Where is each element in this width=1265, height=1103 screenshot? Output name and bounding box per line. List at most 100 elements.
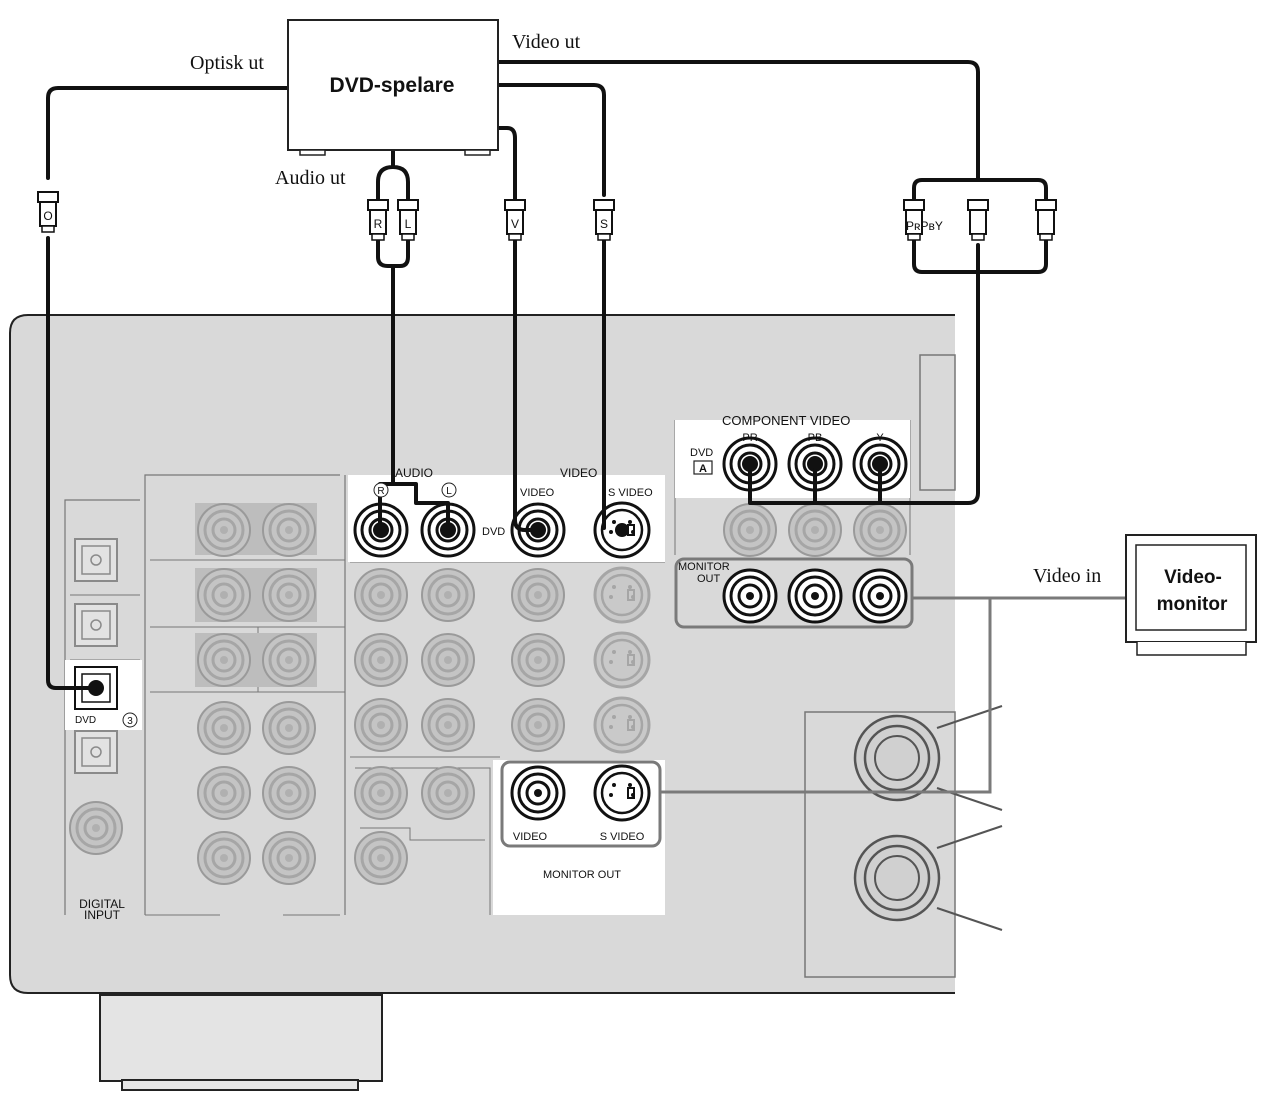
video-monitor-cable — [660, 598, 992, 794]
video-monitor: Video- monitor — [1125, 534, 1257, 656]
dvd-svideo-jack — [593, 501, 651, 559]
cables — [46, 60, 1048, 690]
av-r-jack-3 — [354, 766, 408, 820]
receiver-labels: AUDIO VIDEO VIDEO S VIDEO DVD R L DIGITA… — [75, 413, 884, 922]
video-plug: V — [504, 199, 526, 241]
component-y-jack-2 — [853, 503, 907, 557]
av-l-jack-3 — [421, 766, 475, 820]
digital-dvd-label: DVD — [75, 715, 96, 726]
svideo-plug-letter: S — [600, 217, 608, 231]
av-svideo-jack-1 — [593, 631, 651, 689]
av-r-jack-0 — [354, 568, 408, 622]
video-in-label: Video in — [1033, 565, 1101, 587]
audio-cable-top — [376, 148, 410, 202]
component-monitor-out-frame — [674, 557, 914, 629]
monitor-out-video-jack — [510, 765, 566, 821]
component-cable-split-top — [912, 178, 1048, 202]
component-pb-jack-2 — [788, 503, 842, 557]
video-cable — [495, 126, 540, 532]
audio-jack-grey-a2 — [197, 633, 251, 687]
monitor-out-svideo-jack — [593, 764, 651, 822]
monitor-title-line2: monitor — [1157, 594, 1228, 615]
audio-label: AUDIO — [395, 466, 433, 480]
r-mark: R — [377, 486, 384, 497]
component-dvd-badge: A — [699, 463, 707, 475]
audio-jack-a1 — [197, 766, 251, 820]
av-r-jack-2 — [354, 698, 408, 752]
audio-r-plug: R — [367, 199, 389, 241]
video-sub-label: VIDEO — [520, 487, 555, 499]
component-y-plug — [967, 199, 989, 241]
receiver-foot — [99, 994, 383, 1091]
av-l-jack-2 — [421, 698, 475, 752]
component-monitor-pb-jack — [787, 568, 843, 624]
optical-plug-letter: O — [43, 209, 52, 223]
audio-jack-a2 — [197, 831, 251, 885]
av-l-jack-0 — [421, 568, 475, 622]
audio-l-plug: L — [397, 199, 419, 241]
audio-jack-a0 — [197, 701, 251, 755]
av-svideo-jack-0 — [593, 566, 651, 624]
component-dvd-label: DVD — [690, 447, 713, 459]
optical-jack-4 — [74, 730, 118, 774]
audio-r-plug-letter: R — [374, 217, 383, 231]
monitor-out-svideo-label: S VIDEO — [600, 831, 645, 843]
component-cable-out — [495, 60, 980, 182]
av-svideo-jack-2 — [593, 696, 651, 754]
dvd-player-title: DVD-spelare — [330, 74, 455, 97]
audio-jack-grey-b1 — [262, 568, 316, 622]
audio-jack-grey-a1 — [197, 568, 251, 622]
monitor-cables — [660, 596, 1126, 794]
component-pb-label: PB — [808, 432, 823, 444]
optical-plug: O — [37, 191, 59, 233]
monitor-out-video-label: VIDEO — [513, 831, 548, 843]
audio-cable-loop — [376, 236, 410, 268]
video-label: VIDEO — [560, 466, 597, 480]
audio-l-plug-letter: L — [405, 217, 412, 231]
audio-jack-b2 — [262, 831, 316, 885]
speaker-terminal-2 — [853, 825, 1003, 931]
component-pr-label: PR — [742, 432, 757, 444]
audio-jack-grey-b0 — [262, 503, 316, 557]
video-plug-letter: V — [511, 217, 519, 231]
digital-dvd-num: 3 — [127, 716, 133, 727]
component-pr-plug — [903, 199, 925, 241]
av-extra-jack — [354, 831, 408, 885]
av-video-jack-2 — [511, 698, 565, 752]
optical-out-label: Optisk ut — [190, 52, 264, 74]
monitor-out-frame — [500, 760, 662, 848]
audio-out-label: Audio ut — [275, 167, 346, 189]
digital-input-line2: INPUT — [84, 908, 121, 922]
audio-jack-b0 — [262, 701, 316, 755]
optical-cable-lower — [46, 236, 97, 690]
component-pr-jack-2 — [723, 503, 777, 557]
svideo-sub-label: S VIDEO — [608, 487, 653, 499]
av-r-jack-1 — [354, 633, 408, 687]
optical-jack-1 — [74, 538, 118, 582]
dvd-player: DVD-spelare — [287, 19, 499, 156]
dvd-row-label: DVD — [482, 526, 505, 538]
av-l-jack-1 — [421, 633, 475, 687]
video-out-label: Video ut — [512, 31, 581, 53]
component-monitor-out-line2: OUT — [697, 573, 721, 585]
digital-input-line1: DIGITAL — [79, 897, 125, 911]
audio-jack-grey-a0 — [197, 503, 251, 557]
optical-jack-2 — [74, 603, 118, 647]
component-monitor-out-line1: MONITOR — [678, 561, 730, 573]
component-plug-label: PʀPʙY — [906, 219, 943, 233]
component-y-label: Y — [876, 432, 884, 444]
coaxial-jack — [69, 801, 123, 855]
monitor-title-line1: Video- — [1164, 567, 1222, 588]
audio-jack-grey-b2 — [262, 633, 316, 687]
svideo-cable — [495, 83, 606, 530]
audio-jack-b1 — [262, 766, 316, 820]
component-pb-plug — [1035, 199, 1057, 241]
l-mark: L — [446, 486, 452, 497]
av-video-jack-0 — [511, 568, 565, 622]
component-cable-down — [748, 243, 980, 505]
component-monitor-pr-jack — [722, 568, 778, 624]
av-video-jack-1 — [511, 633, 565, 687]
component-monitor-y-jack — [852, 568, 908, 624]
